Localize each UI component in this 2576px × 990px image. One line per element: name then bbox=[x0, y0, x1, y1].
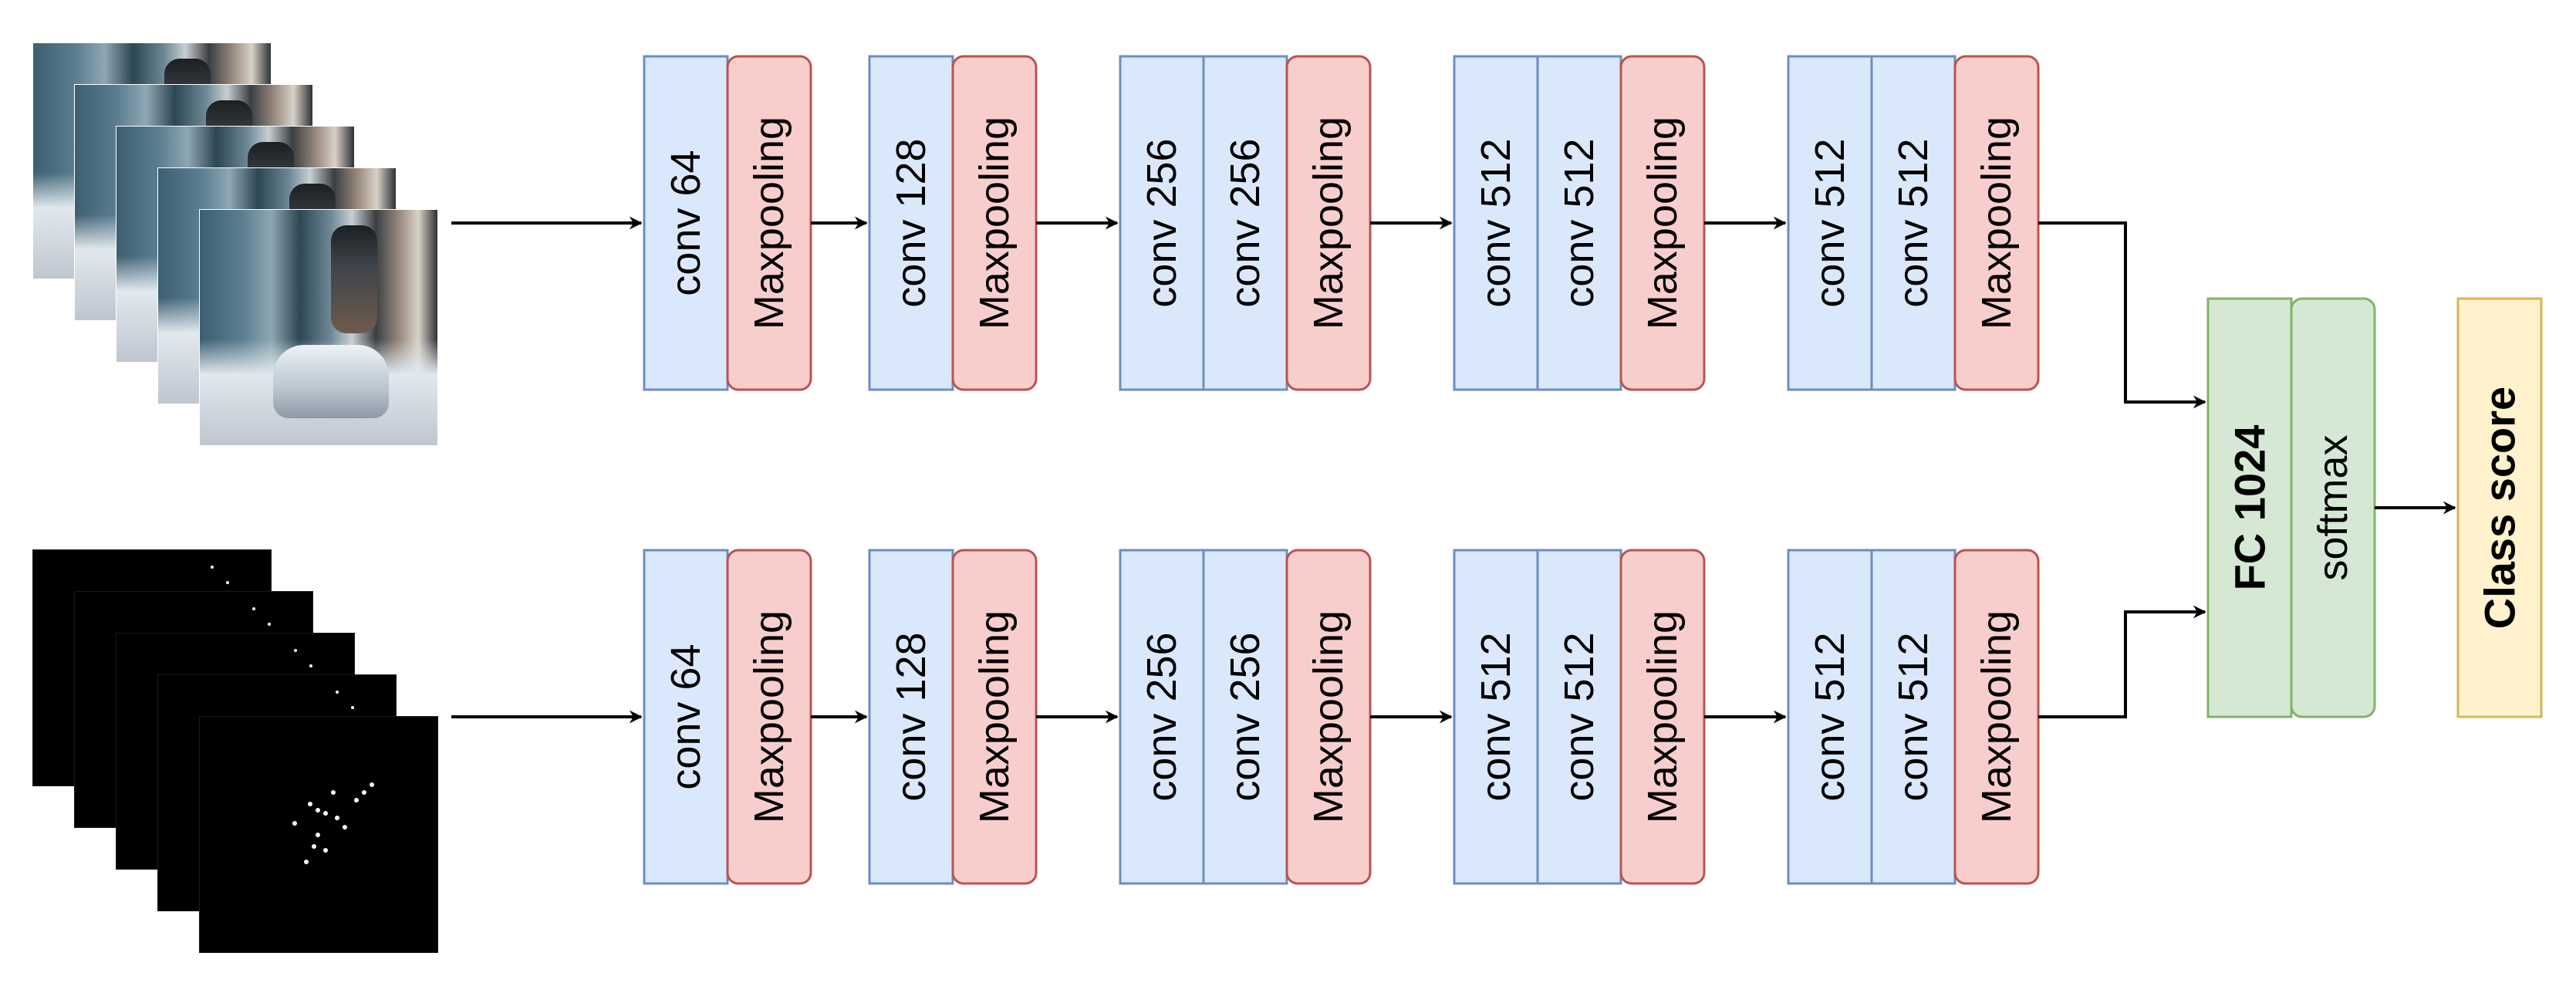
flow-layer-label-maxpooling: Maxpooling bbox=[1973, 610, 2020, 823]
rgb-frame-stack bbox=[0, 0, 463, 990]
rgb-layer-label-conv-512: conv 512 bbox=[1890, 138, 1936, 307]
flow-conv-block bbox=[1787, 549, 1873, 885]
rgb-layer-label-conv-512: conv 512 bbox=[1556, 138, 1602, 307]
rgb-conv-block bbox=[868, 55, 954, 391]
rgb-layer-label-conv-128: conv 128 bbox=[888, 138, 934, 307]
rgb-conv-block bbox=[643, 55, 729, 391]
flow-layer-label-conv-512: conv 512 bbox=[1473, 632, 1519, 801]
softmax-label: softmax bbox=[2310, 434, 2356, 580]
flow-layer-label-conv-128: conv 128 bbox=[888, 632, 934, 801]
flow-conv-block bbox=[1536, 549, 1622, 885]
class-score-block bbox=[2456, 297, 2543, 718]
rgb-layer-label-maxpooling: Maxpooling bbox=[1973, 117, 2020, 329]
rgb-conv-block bbox=[1119, 55, 1205, 391]
flow-layer-label-conv-512: conv 512 bbox=[1890, 632, 1936, 801]
rgb-layer-label-conv-512: conv 512 bbox=[1807, 138, 1853, 307]
rgb-conv-block bbox=[1870, 55, 1956, 391]
rgb-layer-label-maxpooling: Maxpooling bbox=[1305, 117, 1352, 329]
flow-layer-label-conv-512: conv 512 bbox=[1556, 632, 1602, 801]
rgb-to-fc-connector bbox=[2038, 221, 2206, 409]
flow-layer-label-maxpooling: Maxpooling bbox=[746, 610, 792, 823]
flow-conv-block bbox=[1202, 549, 1288, 885]
flow-layer-label-maxpooling: Maxpooling bbox=[1305, 610, 1352, 823]
flow-layer-label-conv-256: conv 256 bbox=[1222, 632, 1268, 801]
rgb-layer-label-maxpooling: Maxpooling bbox=[1639, 117, 1686, 329]
flow-conv-block bbox=[868, 549, 954, 885]
flow-to-fc-connector bbox=[2038, 605, 2206, 718]
optical-flow-frame-stack bbox=[0, 0, 463, 990]
rgb-layer-label-maxpooling: Maxpooling bbox=[971, 117, 1018, 329]
optical-flow-frame bbox=[199, 716, 438, 953]
flow-layer-label-conv-512: conv 512 bbox=[1807, 632, 1853, 801]
fc-label: FC 1024 bbox=[2226, 425, 2274, 591]
flow-conv-block bbox=[643, 549, 729, 885]
rgb-layer-label-conv-512: conv 512 bbox=[1473, 138, 1519, 307]
flow-layer-label-maxpooling: Maxpooling bbox=[1639, 610, 1686, 823]
rgb-video-frame bbox=[199, 209, 438, 446]
rgb-layer-label-maxpooling: Maxpooling bbox=[746, 117, 792, 329]
flow-layer-label-conv-64: conv 64 bbox=[663, 644, 709, 789]
rgb-layer-label-conv-256: conv 256 bbox=[1222, 138, 1268, 307]
flow-conv-block bbox=[1119, 549, 1205, 885]
fc-1024-block bbox=[2206, 297, 2293, 718]
rgb-layer-label-conv-256: conv 256 bbox=[1139, 138, 1185, 307]
flow-layer-label-maxpooling: Maxpooling bbox=[971, 610, 1018, 823]
class-score-label: Class score bbox=[2476, 387, 2524, 629]
flow-layer-label-conv-256: conv 256 bbox=[1139, 632, 1185, 801]
rgb-layer-label-conv-64: conv 64 bbox=[663, 150, 709, 296]
rgb-conv-block bbox=[1536, 55, 1622, 391]
